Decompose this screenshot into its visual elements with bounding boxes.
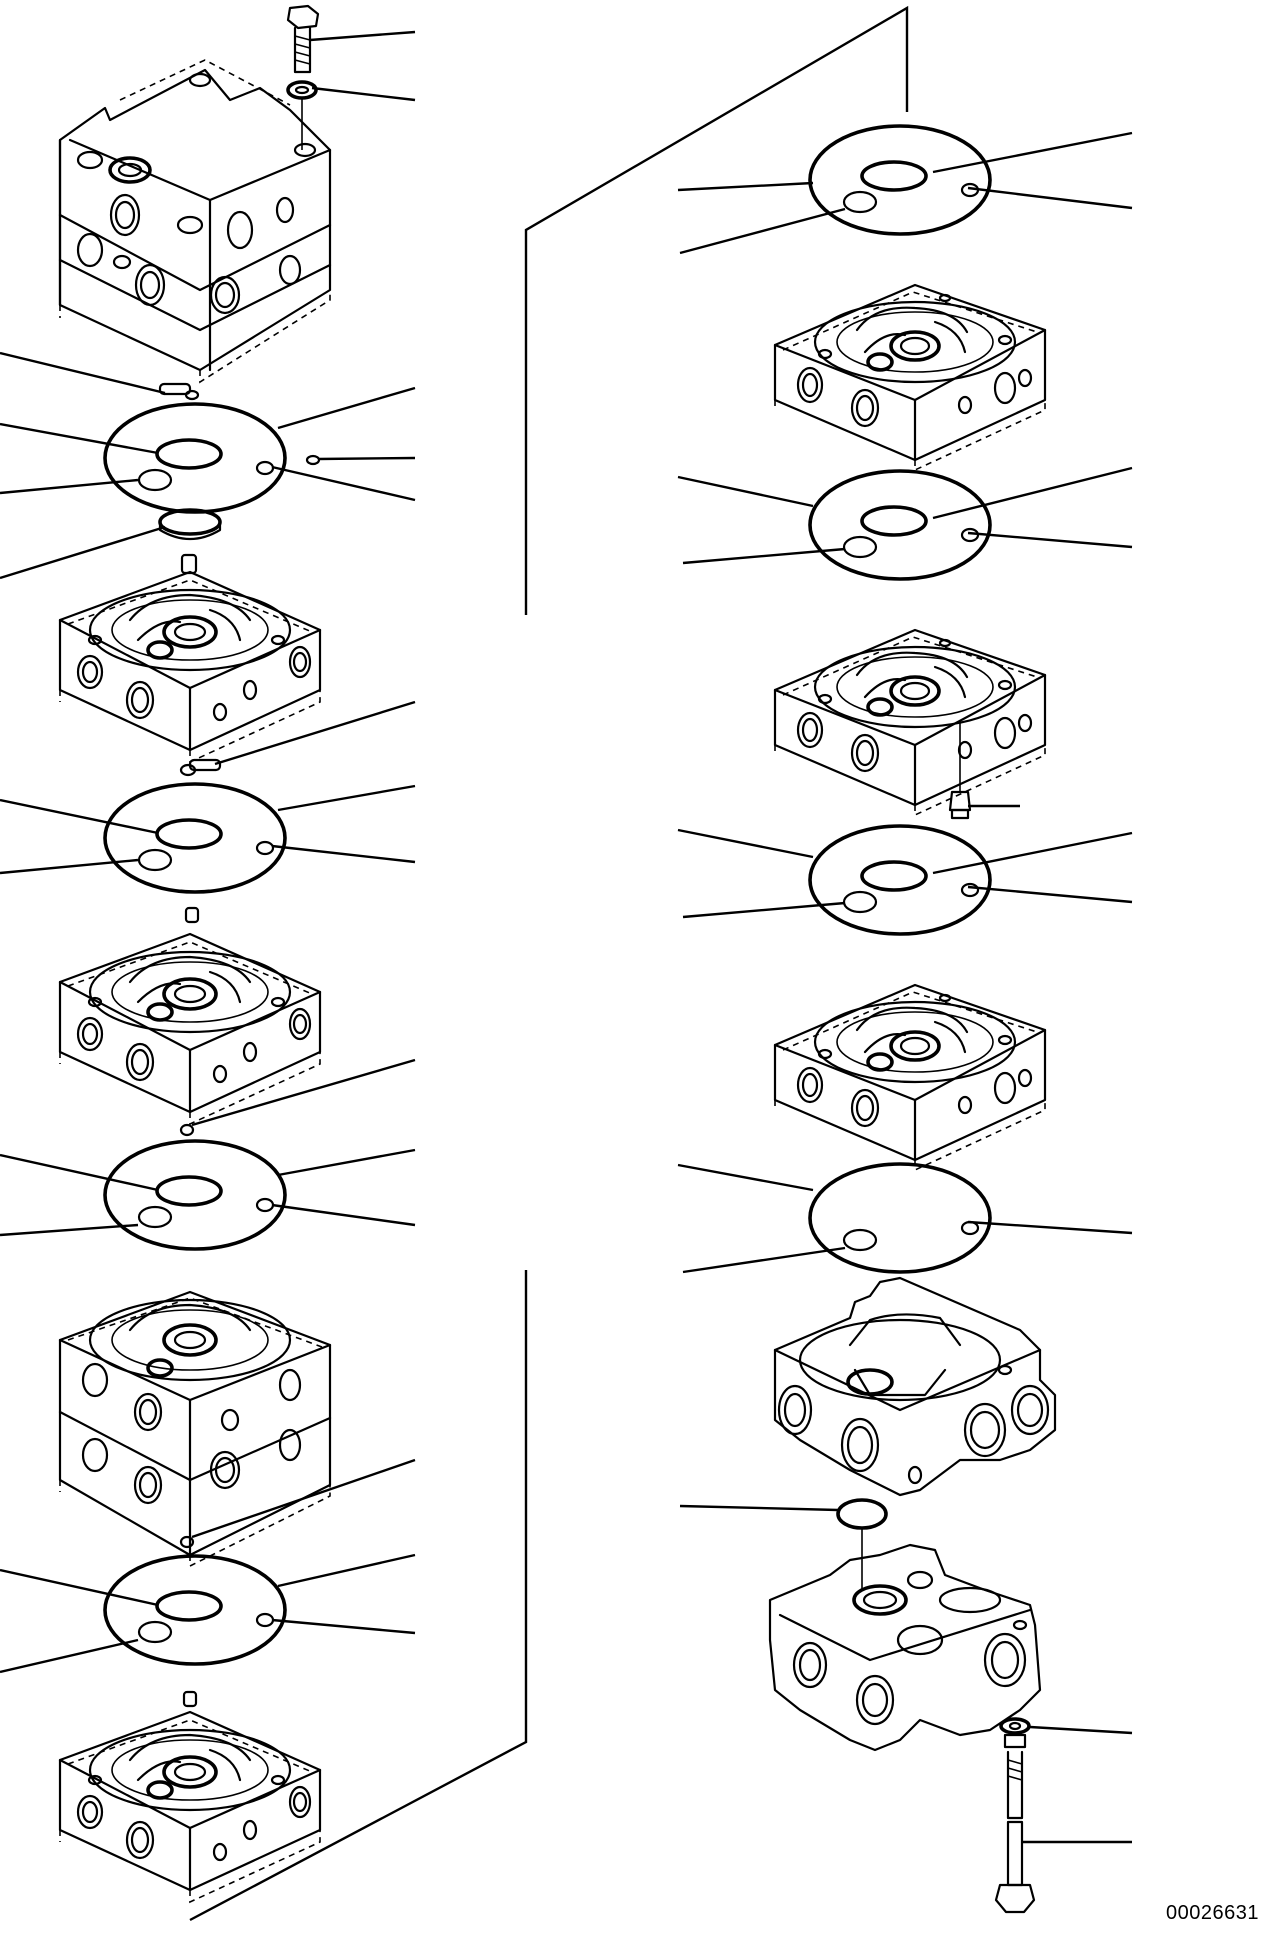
gasket-plate [808,124,992,236]
gasket-plate [103,1554,287,1666]
gasket-plate [808,469,992,581]
end-cover [768,1543,1042,1752]
valve-section [58,570,322,764]
gasket-plate [103,1139,287,1251]
plug [948,720,972,820]
ball [179,1535,195,1549]
drawing-number: 00026631 [1166,1902,1259,1924]
bolt [994,1820,1036,1914]
leader-lines-left [0,30,416,1674]
ball [305,454,321,466]
double-valve-section [58,1290,332,1568]
bolt [286,4,320,74]
gasket-plate [808,824,992,936]
link-frame-top [524,5,909,615]
valve-section [58,1710,322,1904]
washer [286,80,318,150]
gasket-plate [103,402,287,514]
valve-section [58,932,322,1126]
top-valve-block [58,59,332,384]
valve-section [773,628,1047,817]
leader-lines-right [677,131,1133,1844]
pin [179,758,222,777]
gasket-plate [103,782,287,894]
o-ring [836,1498,888,1590]
valve-section [773,983,1047,1172]
gasket-plate [808,1162,992,1274]
nut [999,1717,1031,1749]
end-valve-block [773,1276,1057,1497]
stud [1006,1750,1024,1820]
pin [158,382,200,401]
ball [179,1123,195,1137]
link-frame-bottom [189,1270,528,1922]
seal-ring [158,508,222,540]
valve-section [773,283,1047,472]
